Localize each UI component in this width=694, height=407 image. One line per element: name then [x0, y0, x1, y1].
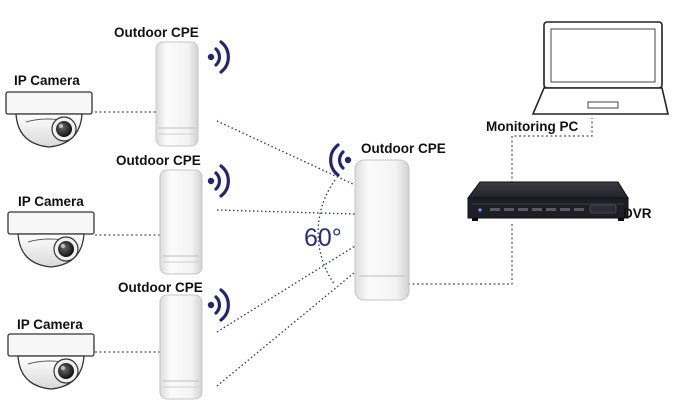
laptop-icon: [531, 21, 670, 115]
dvr-icon: [467, 181, 629, 221]
ip-camera-icon: [7, 333, 95, 390]
wifi-signal-icon: [207, 288, 230, 322]
camera-label-top: IP Camera: [14, 73, 80, 88]
wifi-signal-icon: [207, 164, 230, 198]
wireless-link-extra: [216, 271, 356, 387]
outdoor-cpe-center-icon: [354, 159, 410, 301]
cable-dvr-pc: [511, 118, 593, 183]
camera-label-mid: IP Camera: [18, 194, 84, 209]
cpe-label-bot: Outdoor CPE: [118, 280, 203, 295]
cpe-label-top: Outdoor CPE: [114, 25, 199, 40]
cable-cpe-dvr: [408, 222, 513, 285]
angle-label: 60°: [304, 224, 342, 252]
pc-label: Monitoring PC: [486, 119, 578, 134]
wifi-signal-icon: [329, 143, 352, 177]
wifi-signal-icon: [207, 40, 230, 74]
outdoor-cpe-icon: [159, 169, 203, 275]
wireless-link-mid: [216, 209, 356, 215]
outdoor-cpe-icon: [159, 294, 203, 400]
cpe-label-mid: Outdoor CPE: [116, 153, 201, 168]
outdoor-cpe-icon: [155, 41, 199, 147]
wireless-link-top: [216, 120, 356, 186]
camera-label-bot: IP Camera: [17, 317, 83, 332]
ip-camera-icon: [5, 91, 93, 148]
wireless-link-bot: [216, 245, 356, 333]
ip-camera-icon: [7, 211, 95, 268]
cpe-label-center: Outdoor CPE: [361, 141, 446, 156]
dvr-label: DVR: [623, 206, 652, 221]
